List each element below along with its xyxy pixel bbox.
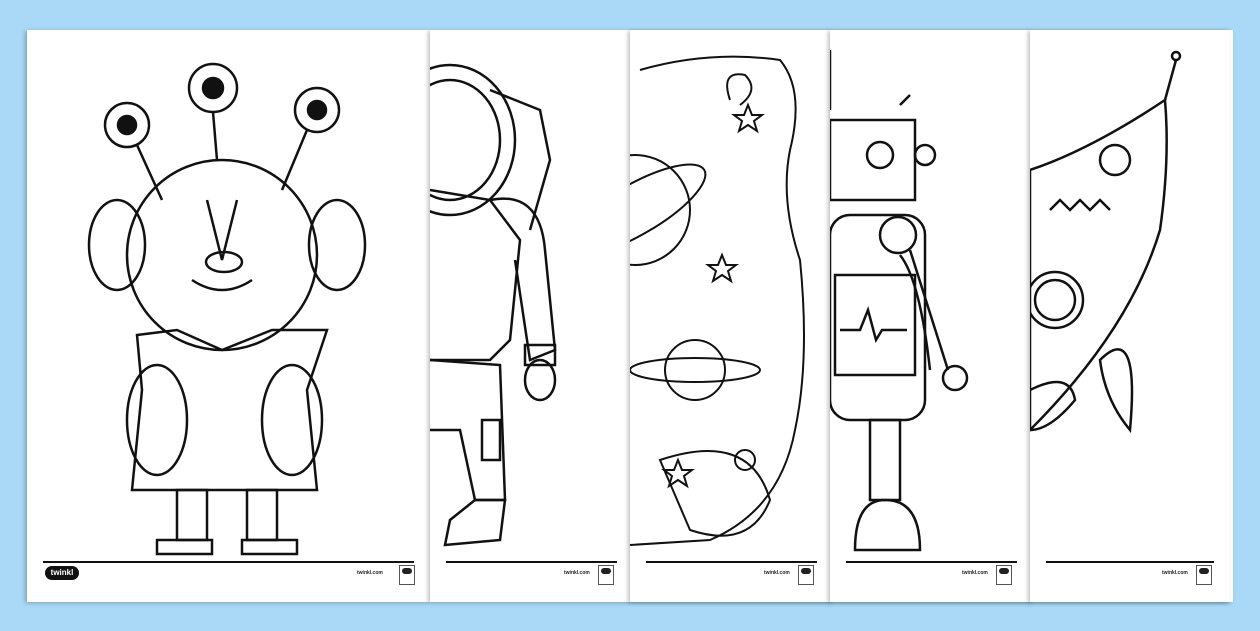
footer-rule xyxy=(646,561,817,563)
site-url: twinkl.com xyxy=(357,570,383,576)
footer-rule xyxy=(1046,561,1214,563)
site-url: twinkl.com xyxy=(564,570,590,576)
coloring-page-rocket: twinkl.com xyxy=(1030,30,1230,602)
quality-badge-icon xyxy=(996,565,1012,585)
site-url: twinkl.com xyxy=(764,570,790,576)
quality-badge-icon xyxy=(598,565,614,585)
rocket-illustration xyxy=(1030,50,1182,434)
planets-illustration xyxy=(630,55,805,546)
site-url: twinkl.com xyxy=(962,570,988,576)
quality-badge-icon xyxy=(798,565,814,585)
footer-rule xyxy=(446,561,617,563)
robot-illustration xyxy=(830,50,969,552)
footer-rule xyxy=(43,561,414,563)
alien-illustration xyxy=(87,62,367,556)
footer-rule xyxy=(846,561,1017,563)
site-url: twinkl.com xyxy=(1162,570,1188,576)
astronaut-illustration xyxy=(430,63,557,547)
twinkl-logo: twinkl xyxy=(45,566,79,580)
quality-badge-icon xyxy=(399,565,415,585)
coloring-page-alien: twinkl twinkl.com xyxy=(27,30,430,602)
quality-badge-icon xyxy=(1196,565,1212,585)
